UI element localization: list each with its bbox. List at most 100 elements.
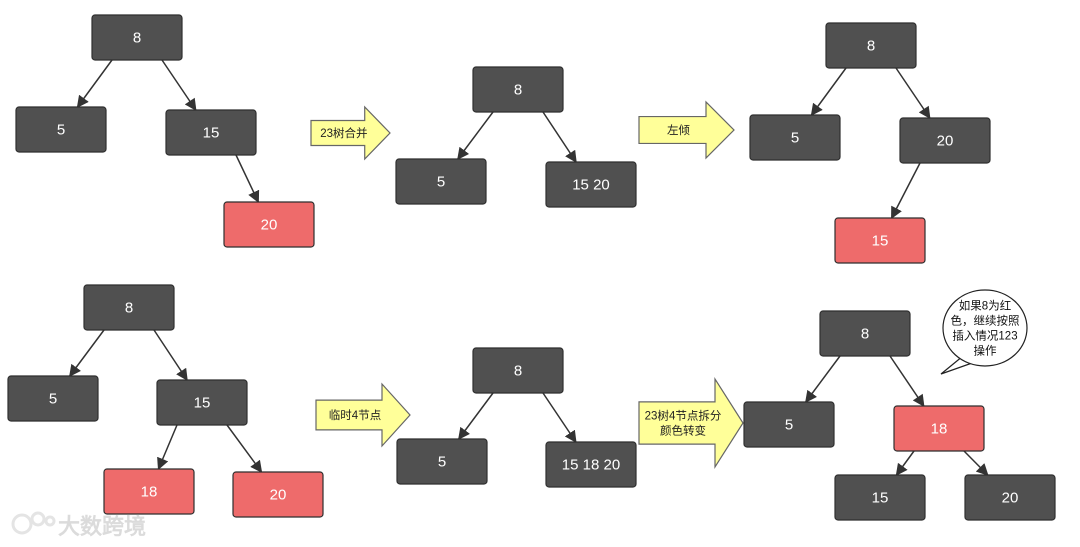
tree-node-box (893, 405, 985, 452)
tree-node-label: 15 (203, 125, 220, 142)
arrow-label: 左倾 (667, 123, 690, 137)
tree-node-box (964, 474, 1056, 521)
callout-ellipse (942, 289, 1028, 367)
tree-node-box (165, 109, 257, 156)
tree-node-box (472, 347, 564, 394)
tree-node-label: 8 (514, 82, 522, 99)
tree-node-label: 5 (785, 417, 793, 434)
tree-node-label: 15 (872, 490, 889, 507)
watermark-layer: 大数跨境 (11, 511, 146, 539)
edge-b8-b1520 (542, 111, 577, 164)
edge-c8-c20 (895, 67, 931, 119)
callout-text: 色，继续按照 (951, 314, 1020, 328)
tree-node-c5: 5 (749, 114, 841, 161)
tree-node-b1520: 15 20 (545, 161, 637, 208)
tree-node-box (834, 474, 926, 521)
tree-node-label: 15 20 (572, 177, 610, 194)
tree-node-a15: 15 (165, 109, 257, 156)
tree-node-d20: 20 (232, 471, 324, 518)
tree-node-label: 20 (261, 217, 278, 234)
tree-node-label: 20 (1002, 490, 1019, 507)
tree-node-label: 5 (57, 122, 65, 139)
edge-d15-d20 (226, 424, 263, 473)
edge-f18-f20 (963, 450, 989, 476)
callout-text: 插入情况123 (952, 329, 1017, 343)
tree-node-box (395, 158, 487, 205)
tree-node-box (223, 201, 315, 248)
tree-node-label: 18 (141, 484, 158, 501)
arrow-label: 颜色转变 (660, 424, 706, 438)
tree-node-a5: 5 (15, 106, 107, 153)
watermark-text: 大数跨境 (58, 514, 146, 539)
tree-node-label: 15 (194, 395, 211, 412)
tree-node-label: 5 (791, 130, 799, 147)
edge-e8-e151820 (542, 392, 577, 443)
transition-arrow-3: 临时4节点 (315, 382, 411, 448)
tree-node-box (83, 284, 175, 331)
edge-c20-c15 (890, 162, 921, 220)
tree-node-f20: 20 (964, 474, 1056, 521)
tree-node-b8: 8 (472, 66, 564, 113)
edge-d15-d18 (157, 424, 178, 471)
tree-node-box (819, 310, 911, 357)
arrow-label: 23树4节点拆分 (645, 409, 722, 423)
edge-a8-a5 (76, 59, 113, 108)
tree-node-label: 5 (438, 454, 446, 471)
tree-node-box (749, 114, 841, 161)
arrow-label: 临时4节点 (329, 408, 381, 422)
edge-f8-f5 (805, 355, 841, 403)
tree-node-d5: 5 (7, 375, 99, 422)
edges-layer (69, 59, 989, 476)
tree-node-box (545, 441, 637, 488)
edge-a8-a15 (161, 59, 197, 111)
tree-node-box (472, 66, 564, 113)
tree-node-label: 20 (270, 487, 287, 504)
tree-node-label: 20 (937, 133, 954, 150)
tree-node-f8: 8 (819, 310, 911, 357)
edge-b8-b5 (457, 111, 494, 160)
tree-node-c20: 20 (899, 117, 991, 164)
tree-node-d8: 8 (83, 284, 175, 331)
edge-d8-d5 (69, 329, 105, 377)
tree-node-e8: 8 (472, 347, 564, 394)
tree-node-label: 8 (133, 30, 141, 47)
tree-node-box (743, 401, 835, 448)
tree-node-box (396, 438, 488, 485)
transition-arrow-2: 左倾 (638, 100, 735, 160)
tree-node-a20: 20 (223, 201, 315, 248)
arrow-shape (638, 376, 744, 470)
arrow-shape (310, 105, 391, 161)
tree-node-label: 5 (437, 174, 445, 191)
edge-a15-a20 (235, 154, 260, 204)
tree-node-b5: 5 (395, 158, 487, 205)
callout-text: 操作 (974, 344, 997, 358)
tree-node-c8: 8 (825, 22, 917, 69)
tree-node-box (899, 117, 991, 164)
edge-f18-f15 (895, 450, 915, 476)
tree-node-f5: 5 (743, 401, 835, 448)
tree-node-box (156, 379, 248, 426)
arrow-label: 23树合并 (320, 126, 367, 140)
tree-node-a8: 8 (91, 14, 183, 61)
tree-node-label: 8 (125, 300, 133, 317)
tree-node-d18: 18 (103, 468, 195, 515)
tree-node-label: 15 (872, 233, 889, 250)
edge-f8-f18 (889, 355, 925, 407)
tree-node-box (232, 471, 324, 518)
transition-arrow-1: 23树合并 (310, 105, 391, 161)
watermark-logo-icon (11, 511, 56, 535)
callout-text: 如果8为红 (959, 299, 1011, 313)
tree-node-e5: 5 (396, 438, 488, 485)
tree-node-c15: 15 (834, 217, 926, 264)
tree-node-label: 8 (867, 38, 875, 55)
tree-node-label: 15 18 20 (562, 457, 620, 474)
edge-e8-e5 (458, 392, 494, 440)
tree-node-box (7, 375, 99, 422)
tree-node-label: 8 (861, 326, 869, 343)
tree-node-label: 8 (514, 363, 522, 380)
tree-node-d15: 15 (156, 379, 248, 426)
